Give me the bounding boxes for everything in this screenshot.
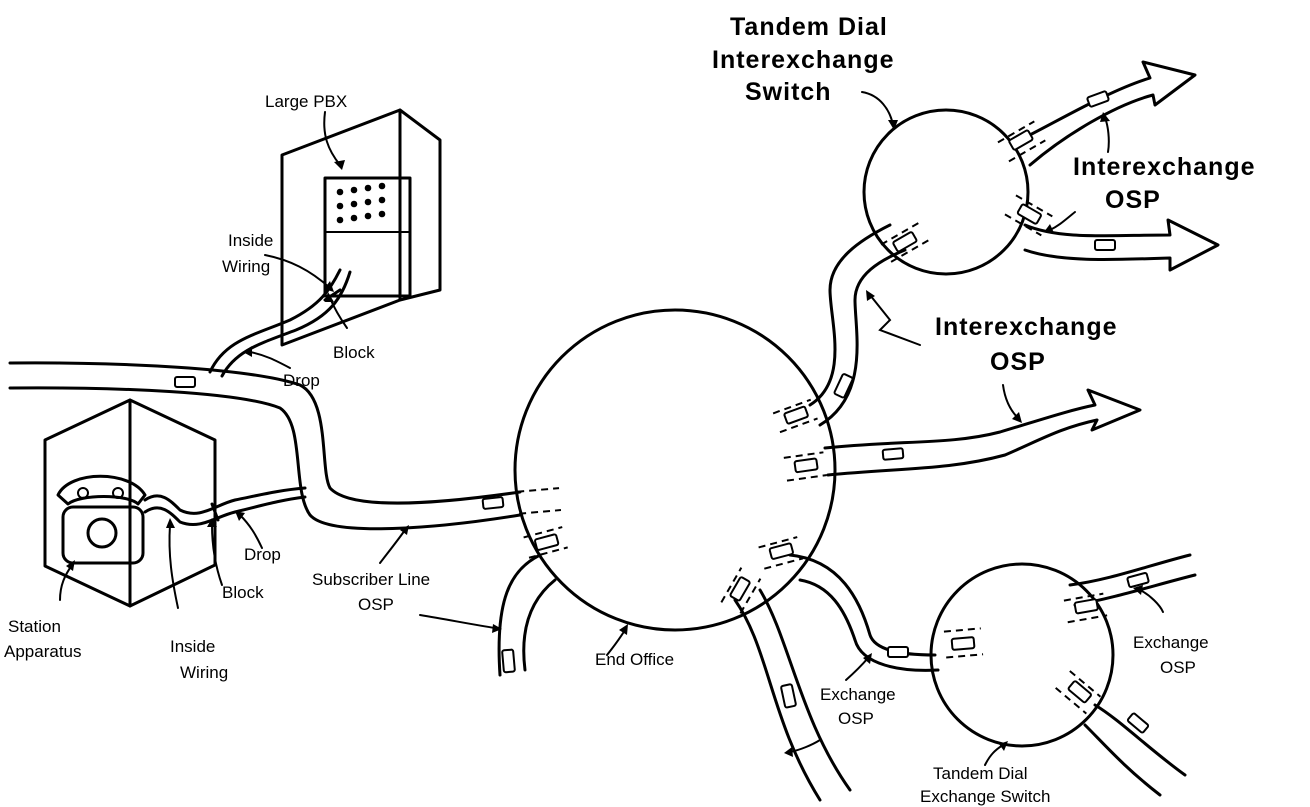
tandem-interexchange-title-line1: Tandem Dial bbox=[730, 13, 888, 41]
exchange-osp-right-label-line2: OSP bbox=[1160, 658, 1196, 677]
tandem-exchange-switch-label-line1: Tandem Dial bbox=[933, 764, 1028, 783]
station-inside-wiring-label-line2: Wiring bbox=[180, 663, 228, 682]
interexchange-osp-lower-line2: OSP bbox=[990, 348, 1046, 376]
pbx-cabinet bbox=[325, 178, 410, 296]
pbx-inside-wiring-label-line1: Inside bbox=[228, 231, 273, 250]
end-office-label: End Office bbox=[595, 650, 674, 669]
station-apparatus-label-line2: Apparatus bbox=[4, 642, 82, 661]
interexchange-osp-lower-line1: Interexchange bbox=[935, 313, 1118, 341]
tandem-exchange-switch bbox=[931, 555, 1195, 795]
tandem-interexchange-title-line3: Switch bbox=[745, 78, 832, 106]
end-office bbox=[515, 310, 835, 630]
text-labels: Tandem Dial Interexchange Switch Large P… bbox=[4, 13, 1256, 806]
pbx-drop-label: Drop bbox=[283, 371, 320, 390]
station-block-label: Block bbox=[222, 583, 264, 602]
interexchange-osp-arrow-lower bbox=[784, 390, 1140, 481]
telephone-icon bbox=[58, 476, 145, 563]
end-office-to-tandem-cable bbox=[773, 225, 905, 432]
interexchange-osp-upper-line2: OSP bbox=[1105, 186, 1161, 214]
large-pbx-label: Large PBX bbox=[265, 92, 347, 111]
pbx-inside-wiring-label-line2: Wiring bbox=[222, 257, 270, 276]
pbx-drop-wire bbox=[210, 270, 340, 372]
exchange-cables bbox=[721, 537, 938, 800]
pbx-block-label: Block bbox=[333, 343, 375, 362]
subscriber-line-osp-label-line1: Subscriber Line bbox=[312, 570, 430, 589]
pbx-indicator-dots bbox=[337, 183, 386, 224]
interexchange-osp-upper-line1: Interexchange bbox=[1073, 153, 1256, 181]
tandem-interexchange-title-line2: Interexchange bbox=[712, 46, 895, 74]
station-drop-label: Drop bbox=[244, 545, 281, 564]
station-building bbox=[45, 400, 305, 606]
station-inside-wiring-label-line1: Inside bbox=[170, 637, 215, 656]
subscriber-line-osp-label-line2: OSP bbox=[358, 595, 394, 614]
exchange-osp-left-label-line2: OSP bbox=[838, 709, 874, 728]
station-apparatus-label-line1: Station bbox=[8, 617, 61, 636]
tandem-exchange-switch-label-line2: Exchange Switch bbox=[920, 787, 1050, 806]
exchange-osp-right-label-line1: Exchange bbox=[1133, 633, 1209, 652]
exchange-osp-left-label-line1: Exchange bbox=[820, 685, 896, 704]
